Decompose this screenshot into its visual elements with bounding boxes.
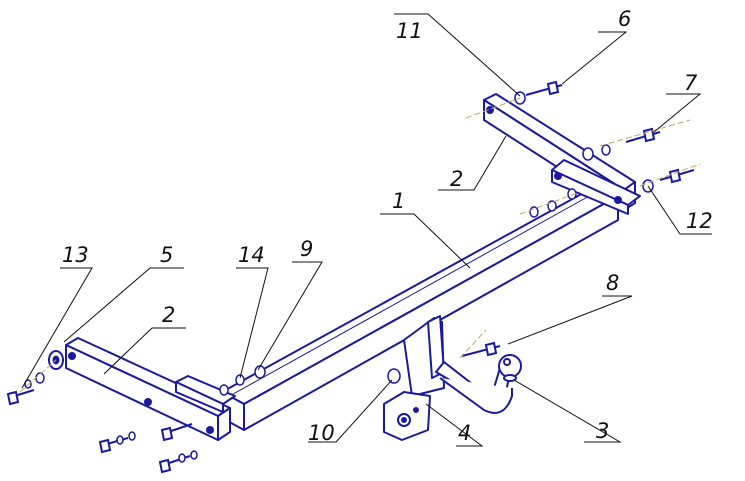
bolt-8 [461, 341, 501, 357]
right-side-bracket [483, 93, 641, 215]
ball-mount [383, 315, 445, 441]
tow-hook-ball [435, 354, 522, 414]
callout-1: 1 [392, 189, 405, 213]
callout-10: 10 [308, 421, 335, 445]
centerlines [19, 97, 701, 393]
callout-2-left: 2 [162, 303, 175, 327]
bolt-12-side [659, 168, 695, 184]
callout-7: 7 [684, 71, 698, 95]
callout-5: 5 [160, 243, 173, 267]
callout-4: 4 [458, 421, 471, 445]
bolt-13 [6, 389, 35, 406]
callout-11: 11 [396, 19, 423, 43]
callout-2-right: 2 [450, 167, 463, 191]
callout-6: 6 [618, 7, 631, 31]
callout-14: 14 [238, 243, 265, 267]
callout-3: 3 [596, 419, 609, 443]
callout-9: 9 [300, 237, 313, 261]
leader-lines [21, 13, 712, 447]
bolts-lower-left [98, 423, 193, 474]
left-side-bracket [65, 337, 236, 441]
callouts: 1 2 2 3 4 5 6 7 8 9 10 11 12 13 14 [62, 7, 713, 445]
bolt-6 [525, 80, 563, 96]
bolt-7 [625, 127, 661, 143]
callout-8: 8 [606, 271, 619, 295]
callout-13: 13 [62, 243, 89, 267]
callout-12: 12 [686, 209, 713, 233]
nuts-and-washers [24, 91, 654, 463]
